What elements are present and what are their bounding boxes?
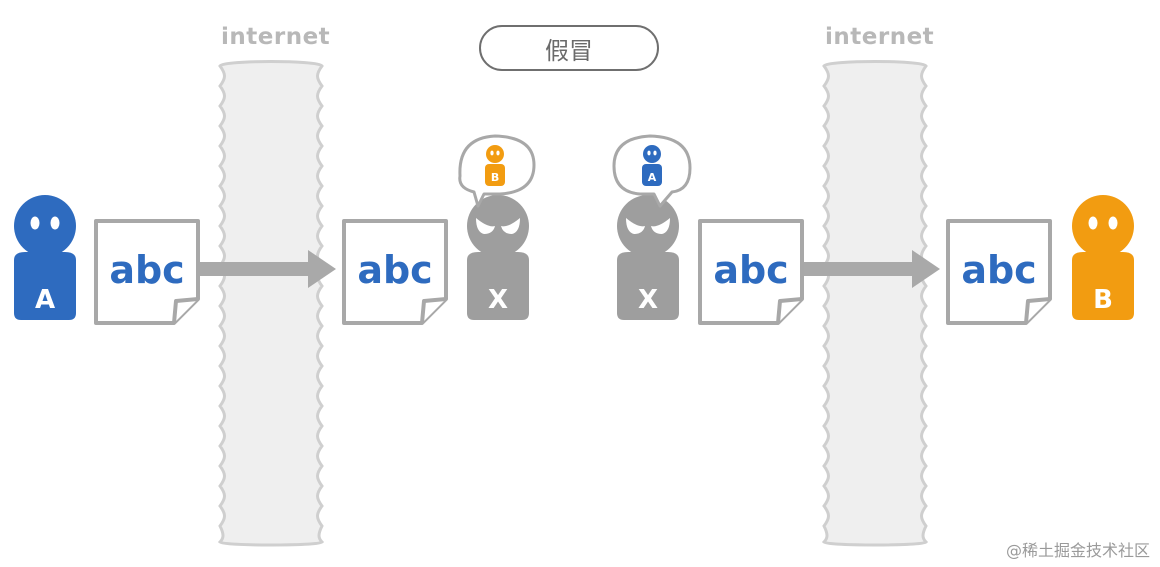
person-letter: X bbox=[488, 285, 508, 315]
internet-label-right: internet bbox=[825, 24, 935, 50]
thought-bubble-left: B bbox=[458, 134, 536, 208]
internet-label-left: internet bbox=[221, 24, 331, 50]
thought-bubble-right: A bbox=[612, 134, 692, 208]
bubble-person-b-icon: B bbox=[485, 145, 505, 186]
person-receiver-icon: B bbox=[1072, 195, 1134, 320]
document-text: abc bbox=[961, 248, 1036, 292]
document-received: abc bbox=[946, 219, 1052, 325]
arrow-left bbox=[198, 250, 336, 288]
title-pill: 假冒 bbox=[479, 25, 659, 71]
document-text: abc bbox=[713, 248, 788, 292]
person-sender-icon: A bbox=[14, 195, 76, 320]
arrow-right bbox=[802, 250, 940, 288]
attacker-left-icon: X bbox=[467, 195, 529, 320]
watermark: @稀土掘金技术社区 bbox=[1005, 541, 1150, 560]
person-letter: A bbox=[35, 285, 55, 315]
document-text: abc bbox=[357, 248, 432, 292]
person-letter: B bbox=[1093, 285, 1113, 315]
internet-band-right bbox=[822, 60, 928, 547]
document-intercepted: abc bbox=[342, 219, 448, 325]
page-title: 假冒 bbox=[545, 36, 593, 65]
attacker-right-icon: X bbox=[617, 195, 679, 320]
document-sender: abc bbox=[94, 219, 200, 325]
document-forged: abc bbox=[698, 219, 804, 325]
document-text: abc bbox=[109, 248, 184, 292]
internet-band-left bbox=[218, 60, 324, 547]
bubble-letter: B bbox=[491, 171, 499, 184]
bubble-letter: A bbox=[648, 171, 657, 184]
person-letter: X bbox=[638, 285, 658, 315]
bubble-person-a-icon: A bbox=[642, 145, 662, 186]
